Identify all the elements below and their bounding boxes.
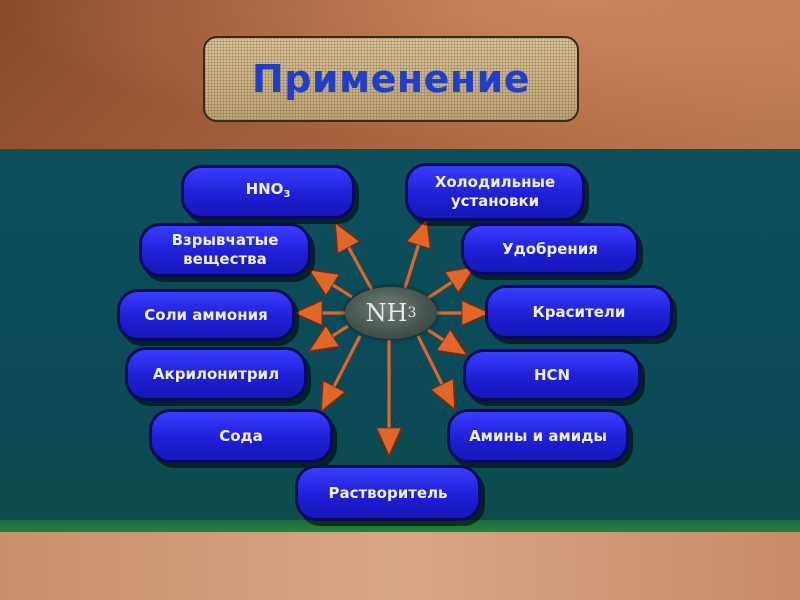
node-ammonium-salts: Соли аммония <box>120 292 292 338</box>
arrow-hno3 <box>338 228 374 291</box>
node-explosives-label: Взрывчатые вещества <box>171 231 279 268</box>
arrow-fertilizers <box>427 270 470 300</box>
node-dyes: Красители <box>488 288 670 336</box>
node-dyes-label: Красители <box>532 302 626 321</box>
arrow-explosives <box>314 273 353 299</box>
node-fertilizers-label: Удобрения <box>502 239 598 258</box>
page-title: Применение <box>251 57 531 101</box>
node-amines: Амины и амиды <box>450 412 626 460</box>
node-refrigeration: Холодильные установки <box>408 166 582 218</box>
node-amines-label: Амины и амиды <box>469 426 607 445</box>
node-hno3-subscript: 3 <box>283 189 291 200</box>
node-hno3: HNO3 <box>184 168 352 216</box>
node-explosives: Взрывчатые вещества <box>142 226 308 274</box>
arrow-soda <box>324 335 362 406</box>
node-solvent: Растворитель <box>298 468 478 518</box>
node-hcn: HCN <box>466 352 638 398</box>
node-fertilizers: Удобрения <box>464 226 636 272</box>
arrow-refrigeration <box>403 224 425 289</box>
center-formula-subscript: 3 <box>407 305 417 321</box>
center-formula: NH <box>365 299 408 327</box>
bottom-band <box>0 532 800 600</box>
panel-bottom-strip <box>0 520 800 532</box>
node-soda-label: Сода <box>219 426 263 445</box>
node-acrylonitrile-label: Акрилонитрил <box>152 364 280 383</box>
node-hcn-label: HCN <box>533 365 571 384</box>
node-acrylonitrile: Акрилонитрил <box>128 350 304 398</box>
node-ammonium-salts-label: Соли аммония <box>144 305 268 324</box>
arrow-hcn <box>427 330 462 352</box>
node-refrigeration-label: Холодильные установки <box>434 173 556 210</box>
arrow-amines <box>416 335 452 404</box>
node-solvent-label: Растворитель <box>328 483 448 502</box>
node-soda: Сода <box>152 412 330 460</box>
title-plate: Применение <box>203 36 579 122</box>
node-hno3-formula: HNO <box>245 180 284 198</box>
arrow-acrylonitrile <box>314 326 349 348</box>
